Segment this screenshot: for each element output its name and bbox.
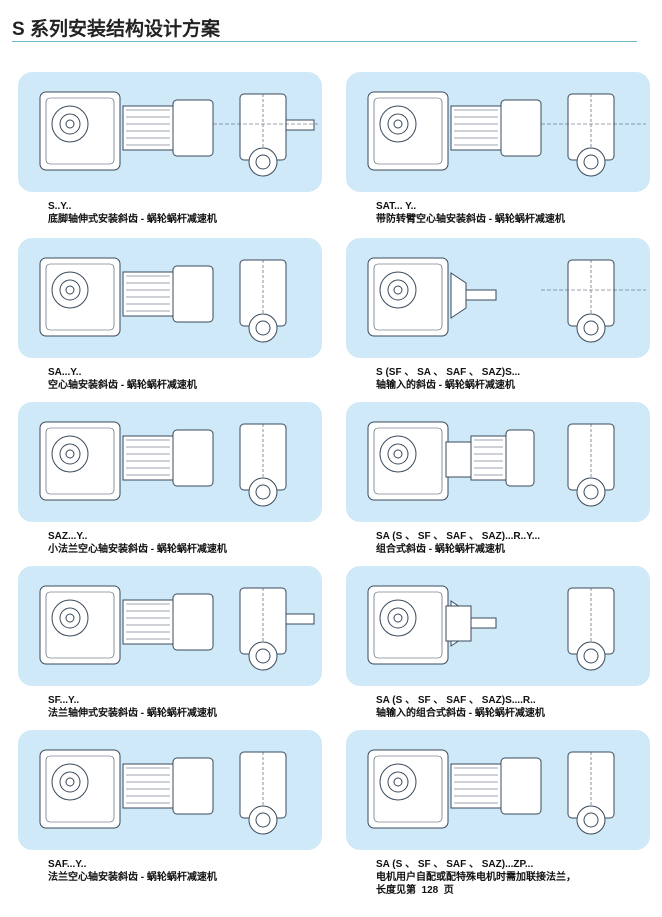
model-code: SA...Y.. [48, 367, 82, 378]
mounting-diagram-panel [18, 730, 322, 850]
gearbox-drawing [39, 749, 287, 835]
model-description: 小法兰空心轴安装斜齿 - 蜗轮蜗杆减速机 [48, 544, 227, 555]
title-divider [12, 41, 637, 42]
mounting-diagram-panel [18, 238, 322, 358]
mounting-diagram-panel [346, 566, 650, 686]
side-view [239, 259, 287, 343]
side-view [239, 587, 315, 671]
front-view [367, 421, 535, 501]
mounting-caption: S..Y.. 底脚轴伸式安装斜齿 - 蜗轮蜗杆减速机 [48, 200, 338, 226]
mounting-caption: S (SF 、 SA 、 SAF 、 SAZ)S... 轴输入的斜齿 - 蜗轮蜗杆… [376, 366, 662, 392]
mounting-caption: SA (S 、 SF 、 SAF 、 SAZ)...R..Y... 组合式斜齿 -… [376, 530, 662, 556]
side-view [567, 423, 615, 507]
mounting-diagram-panel [18, 402, 322, 522]
side-view [541, 259, 646, 343]
mounting-diagram-panel [346, 730, 650, 850]
gearbox-drawing [367, 257, 646, 343]
model-code: SAF...Y.. [48, 859, 87, 870]
model-code: SAZ...Y.. [48, 531, 88, 542]
front-view [39, 749, 214, 829]
mounting-diagram-panel [18, 566, 322, 686]
mounting-caption: SAF...Y.. 法兰空心轴安装斜齿 - 蜗轮蜗杆减速机 [48, 858, 338, 884]
mounting-caption: SA...Y.. 空心轴安装斜齿 - 蜗轮蜗杆减速机 [48, 366, 338, 392]
mounting-diagram-panel [346, 72, 650, 192]
gearbox-drawing [39, 421, 287, 507]
model-code: SA (S 、 SF 、 SAF 、 SAZ)...ZP... [376, 859, 534, 870]
page-title: S 系列安装结构设计方案 [12, 19, 220, 40]
gearbox-drawing [367, 749, 615, 835]
front-view [39, 421, 214, 501]
mounting-caption: SAT... Y.. 带防转臂空心轴安装斜齿 - 蜗轮蜗杆减速机 [376, 200, 662, 226]
model-description: 底脚轴伸式安装斜齿 - 蜗轮蜗杆减速机 [48, 214, 217, 225]
mounting-caption: SA (S 、 SF 、 SAF 、 SAZ)...ZP... 电机用户自配或配特… [376, 858, 662, 897]
model-code: S (SF 、 SA 、 SAF 、 SAZ)S... [376, 367, 521, 378]
model-code: S..Y.. [48, 201, 72, 212]
model-code: SA (S 、 SF 、 SAF 、 SAZ)S....R.. [376, 695, 536, 706]
side-view [239, 751, 287, 835]
gearbox-drawing [39, 91, 318, 177]
front-view [39, 257, 214, 337]
mounting-caption: SAZ...Y.. 小法兰空心轴安装斜齿 - 蜗轮蜗杆减速机 [48, 530, 338, 556]
model-description: 轴输入的组合式斜齿 - 蜗轮蜗杆减速机 [376, 708, 545, 719]
gearbox-drawing [367, 421, 615, 507]
front-view [367, 749, 542, 829]
side-view [567, 751, 615, 835]
model-description: 法兰轴伸式安装斜齿 - 蜗轮蜗杆减速机 [48, 708, 217, 719]
mounting-diagram-panel [18, 72, 322, 192]
model-description: 轴输入的斜齿 - 蜗轮蜗杆减速机 [376, 380, 515, 391]
front-view [367, 91, 542, 171]
mounting-caption: SA (S 、 SF 、 SAF 、 SAZ)S....R.. 轴输入的组合式斜齿… [376, 694, 662, 720]
front-view [39, 585, 214, 665]
model-note: 长度见第 128 页 [376, 885, 454, 896]
gearbox-drawing [39, 585, 315, 671]
side-view [239, 423, 287, 507]
side-view [213, 93, 318, 177]
front-view [39, 91, 214, 171]
front-view [367, 585, 497, 665]
model-description: 组合式斜齿 - 蜗轮蜗杆减速机 [376, 544, 505, 555]
front-view [367, 257, 497, 337]
mounting-caption: SF...Y.. 法兰轴伸式安装斜齿 - 蜗轮蜗杆减速机 [48, 694, 338, 720]
model-description: 带防转臂空心轴安装斜齿 - 蜗轮蜗杆减速机 [376, 214, 565, 225]
side-view [541, 93, 646, 177]
model-description: 电机用户自配或配特殊电机时需加联接法兰， [376, 872, 576, 883]
gearbox-drawing [367, 91, 646, 177]
mounting-diagram-panel [346, 238, 650, 358]
model-description: 空心轴安装斜齿 - 蜗轮蜗杆减速机 [48, 380, 197, 391]
model-code: SF...Y.. [48, 695, 80, 706]
model-code: SA (S 、 SF 、 SAF 、 SAZ)...R..Y... [376, 531, 541, 542]
side-view [567, 587, 615, 671]
mounting-diagram-panel [346, 402, 650, 522]
gearbox-drawing [39, 257, 287, 343]
model-code: SAT... Y.. [376, 201, 417, 212]
model-description: 法兰空心轴安装斜齿 - 蜗轮蜗杆减速机 [48, 872, 217, 883]
gearbox-drawing [367, 585, 615, 671]
